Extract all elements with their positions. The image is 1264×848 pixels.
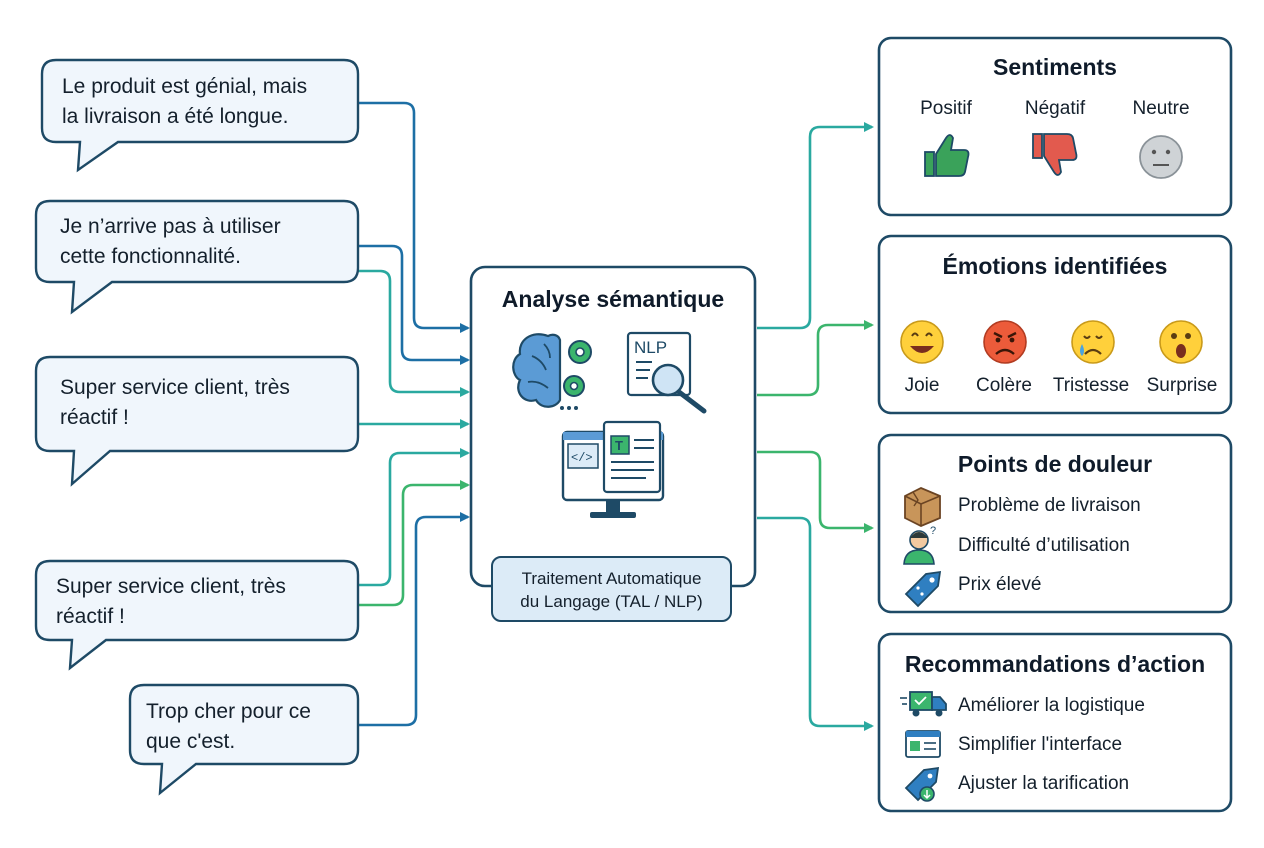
- emotion-label-surprise: Surprise: [1146, 375, 1218, 396]
- pain-point-delivery: Problème de livraison: [958, 495, 1141, 516]
- interface-window-icon: [905, 730, 941, 758]
- sentiments-title: Sentiments: [993, 54, 1117, 80]
- emotion-label-joy: Joie: [904, 375, 940, 396]
- wire-feedback-5: [358, 512, 470, 727]
- damaged-box-icon: [904, 487, 941, 527]
- confused-person-icon: ?: [903, 525, 936, 565]
- svg-text:?: ?: [930, 525, 936, 537]
- recommendations-title: Recommandations d’action: [904, 651, 1206, 677]
- emotion-label-anger: Colère: [976, 375, 1032, 396]
- feedback-5-line-2: que c'est.: [146, 730, 236, 753]
- wire-to-recommendations: [757, 516, 874, 731]
- feedback-4-line-1: Super service client, très: [56, 575, 286, 598]
- recommendation-pricing: Ajuster la tarification: [958, 773, 1130, 794]
- feedback-4-line-2: réactif !: [56, 605, 125, 628]
- surprise-face-icon: [1159, 320, 1203, 364]
- wire-to-sentiments: [757, 122, 874, 330]
- sentiments-panel: [877, 36, 1233, 217]
- feedback-text-4: Super service client, très réactif !: [56, 572, 286, 632]
- sentiment-label-neutral: Neutre: [1132, 98, 1190, 119]
- price-tag-icon: [904, 570, 942, 608]
- pain-points-title: Points de douleur: [957, 451, 1153, 477]
- feedback-5-line-1: Trop cher pour ce: [146, 700, 311, 723]
- wire-feedback-4b: [358, 480, 470, 607]
- recommendation-logistics: Améliorer la logistique: [958, 695, 1145, 716]
- feedback-1-line-1: Le produit est génial, mais: [62, 75, 308, 98]
- delivery-truck-icon: [900, 691, 947, 717]
- gear-icon: [560, 340, 592, 410]
- emotion-label-sadness: Tristesse: [1052, 375, 1130, 396]
- thumbs-down-icon: [1032, 133, 1078, 176]
- joy-face-icon: [900, 320, 944, 364]
- feedback-bubble-5: [128, 683, 360, 796]
- emotions-panel: [877, 234, 1233, 415]
- wire-to-emotions: [757, 320, 874, 397]
- feedback-2-line-1: Je n’arrive pas à utiliser: [60, 215, 281, 238]
- code-monitor-icon: </> T: [561, 420, 665, 518]
- feedback-text-2: Je n’arrive pas à utiliser cette fonctio…: [60, 212, 281, 272]
- processing-line-2: du Langage (TAL / NLP): [520, 592, 703, 611]
- wire-feedback-4a: [358, 448, 470, 587]
- emotions-title: Émotions identifiées: [942, 253, 1168, 279]
- nlp-document-search-icon: NLP: [626, 331, 707, 414]
- feedback-text-5: Trop cher pour ce que c'est.: [146, 697, 311, 757]
- feedback-bubble-3: [34, 355, 360, 487]
- wire-feedback-1: [358, 101, 470, 333]
- feedback-text-1: Le produit est génial, mais la livraison…: [62, 72, 307, 132]
- pain-point-usability: Difficulté d’utilisation: [958, 535, 1130, 556]
- pain-point-price: Prix élevé: [958, 574, 1042, 595]
- sentiment-label-negative: Négatif: [1024, 98, 1086, 119]
- sad-face-icon: [1071, 320, 1115, 364]
- anger-face-icon: [983, 320, 1027, 364]
- recommendation-interface: Simplifier l'interface: [958, 734, 1123, 755]
- processing-line-1: Traitement Automatique: [521, 569, 702, 588]
- feedback-bubble-4: [34, 559, 360, 671]
- pain-points-panel: [877, 433, 1233, 614]
- brain-icon: [512, 333, 562, 408]
- processing-box: Traitement Automatique du Langage (TAL /…: [491, 556, 732, 622]
- thumbs-up-icon: [924, 134, 970, 177]
- neutral-face-icon: [1139, 135, 1183, 179]
- wire-feedback-2a: [358, 244, 470, 365]
- svg-text:T: T: [615, 438, 623, 453]
- feedback-3-line-1: Super service client, très: [60, 376, 290, 399]
- wire-feedback-2b: [358, 269, 470, 397]
- analysis-title: Analyse sémantique: [501, 286, 725, 312]
- feedback-1-line-2: la livraison a été longue.: [62, 105, 289, 128]
- nlp-badge-text: NLP: [634, 338, 667, 357]
- recommendations-panel: [877, 632, 1233, 813]
- feedback-text-3: Super service client, très réactif !: [60, 373, 290, 433]
- feedback-bubble-1: [40, 58, 360, 173]
- wire-to-pain-points: [757, 450, 874, 533]
- feedback-2-line-2: cette fonctionnalité.: [60, 245, 241, 268]
- feedback-bubble-2: [34, 199, 360, 315]
- feedback-3-line-2: réactif !: [60, 406, 129, 429]
- sentiment-label-positive: Positif: [920, 98, 972, 119]
- svg-text:</>: </>: [571, 451, 593, 465]
- pricing-tag-icon: [904, 766, 940, 802]
